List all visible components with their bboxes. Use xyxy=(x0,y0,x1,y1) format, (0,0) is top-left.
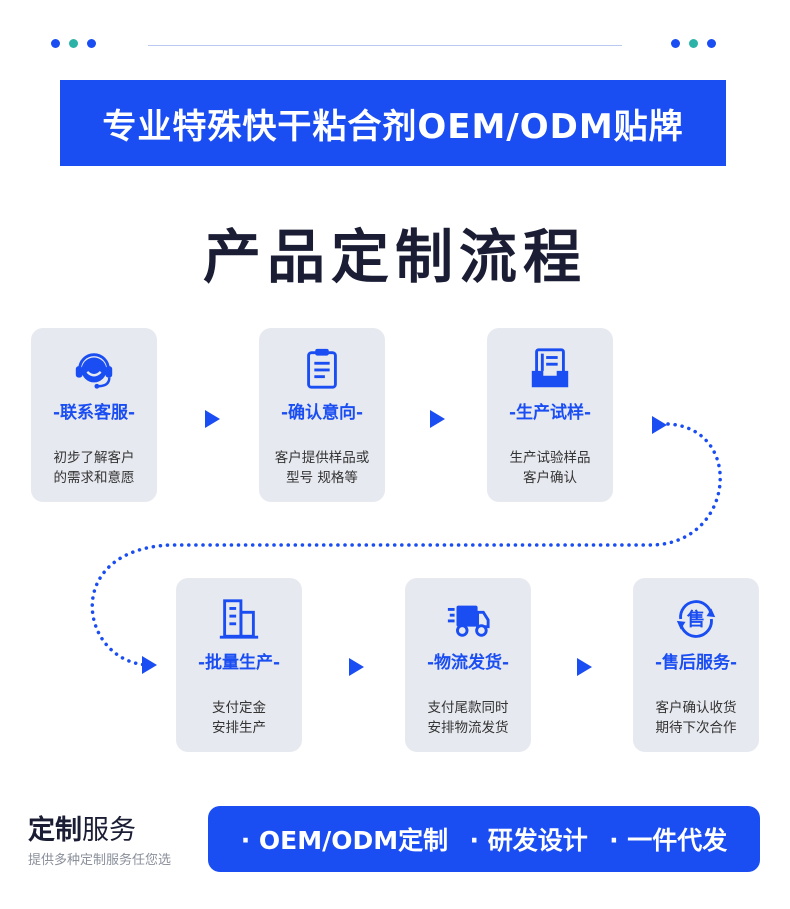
step-produce-sample: -生产试样- 生产试验样品客户确认 xyxy=(487,328,613,502)
step-description: 支付定金安排生产 xyxy=(212,700,266,736)
sale-service-icon: 售 xyxy=(633,596,759,644)
service-dropship: · 一件代发 xyxy=(609,826,728,855)
step-description: 初步了解客户的需求和意愿 xyxy=(53,450,135,486)
document-tray-icon xyxy=(487,346,613,394)
header-dots-left xyxy=(51,39,96,48)
flow-arrow xyxy=(142,656,157,674)
step-description: 客户提供样品或型号 规格等 xyxy=(274,450,370,486)
headset-icon xyxy=(31,346,157,394)
step-title: -物流发货- xyxy=(426,653,510,673)
flow-arrow xyxy=(577,658,592,676)
step-after-sales: 售 -售后服务- 客户确认收货期待下次合作 xyxy=(633,578,759,752)
step-description: 支付尾款同时安排物流发货 xyxy=(427,700,509,736)
step-mass-production: -批量生产- 支付定金安排生产 xyxy=(176,578,302,752)
step-title: -确认意向- xyxy=(280,403,364,423)
footer-title: 定制服务 xyxy=(28,815,136,846)
flow-arrow xyxy=(205,410,220,428)
header-dots-right xyxy=(671,39,716,48)
flow-arrow xyxy=(652,416,667,434)
services-bar: · OEM/ODM定制 · 研发设计 · 一件代发 xyxy=(208,806,760,872)
service-oem-odm: · OEM/ODM定制 xyxy=(240,826,449,855)
clipboard-icon xyxy=(259,346,385,394)
page-title: 产品定制流程 xyxy=(202,223,587,291)
step-description: 客户确认收货期待下次合作 xyxy=(655,700,737,736)
header-divider xyxy=(148,45,622,46)
step-title: -联系客服- xyxy=(52,403,136,423)
step-description: 生产试验样品客户确认 xyxy=(509,450,591,486)
step-title: -生产试样- xyxy=(508,403,592,423)
svg-text:售: 售 xyxy=(687,609,705,631)
step-title: -批量生产- xyxy=(197,653,281,673)
step-confirm-intent: -确认意向- 客户提供样品或型号 规格等 xyxy=(259,328,385,502)
step-logistics: -物流发货- 支付尾款同时安排物流发货 xyxy=(405,578,531,752)
flow-arrow xyxy=(430,410,445,428)
banner-text: 专业特殊快干粘合剂OEM/ODM贴牌 xyxy=(102,106,684,147)
step-contact-service: -联系客服- 初步了解客户的需求和意愿 xyxy=(31,328,157,502)
footer-subtitle: 提供多种定制服务任您选 xyxy=(28,853,172,868)
banner: 专业特殊快干粘合剂OEM/ODM贴牌 xyxy=(60,80,726,166)
flow-arrow xyxy=(349,658,364,676)
step-title: -售后服务- xyxy=(654,653,738,673)
service-rnd-design: · 研发设计 xyxy=(469,826,588,855)
delivery-truck-icon xyxy=(405,596,531,644)
building-icon xyxy=(176,596,302,644)
